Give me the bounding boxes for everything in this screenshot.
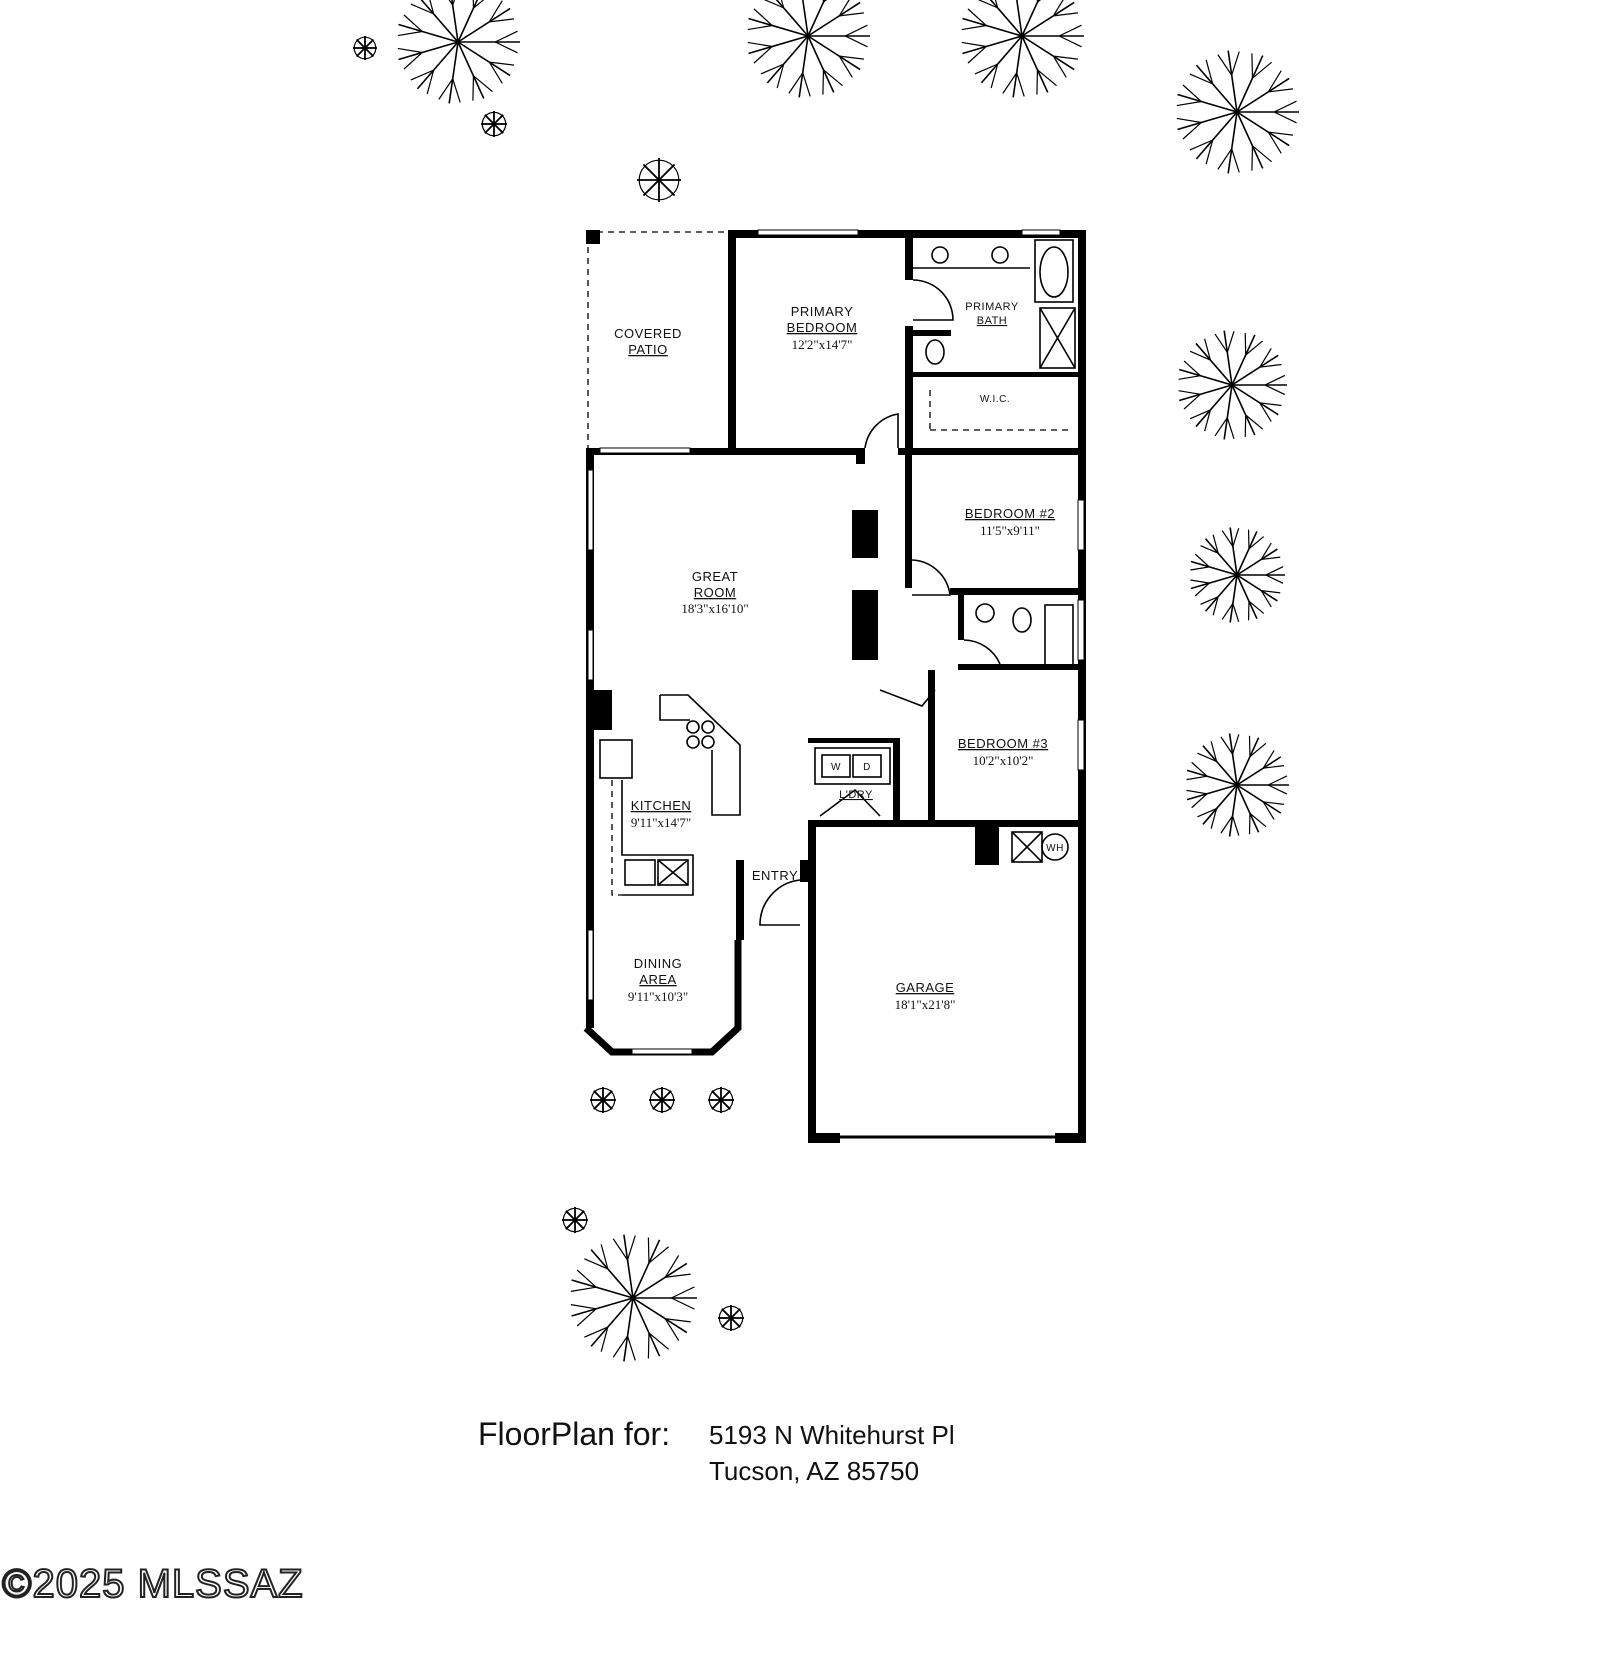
label-dining-1: DINING	[634, 956, 683, 971]
label-laundry: L'DRY	[839, 789, 873, 801]
tree-icon	[961, 0, 1084, 98]
tree-icon	[353, 36, 377, 60]
tree-icon	[649, 1087, 675, 1113]
tree-icon	[481, 111, 507, 137]
label-entry: ENTRY	[752, 868, 798, 883]
caption-address-line2: Tucson, AZ 85750	[709, 1456, 920, 1486]
tree-icon	[1190, 527, 1285, 623]
tree-icon	[1186, 733, 1289, 837]
linework	[583, 229, 1085, 1139]
tree-icon	[708, 1087, 734, 1113]
label-garage: GARAGE	[896, 980, 955, 995]
landscape-trees	[353, 0, 1299, 1362]
tree-icon	[1178, 330, 1287, 440]
tree-icon	[397, 0, 520, 104]
label-washer: W	[831, 762, 841, 773]
tree-icon	[637, 158, 681, 202]
caption-address-line1: 5193 N Whitehurst Pl	[709, 1420, 955, 1450]
label-dining-2: AREA	[639, 972, 676, 987]
label-primary-bedroom-1: PRIMARY	[791, 304, 854, 319]
tree-icon	[747, 0, 870, 98]
tree-icon	[590, 1087, 616, 1113]
label-bedroom-3: BEDROOM #3	[958, 736, 1048, 751]
label-kitchen: KITCHEN	[631, 798, 692, 813]
tree-icon	[562, 1207, 588, 1233]
copyright-watermark: ©2025 MLSSAZ	[1, 1561, 304, 1607]
caption-label: FloorPlan for:	[478, 1416, 671, 1452]
dim-great-room: 18'3"x16'10"	[681, 601, 748, 616]
label-dryer: D	[863, 762, 871, 773]
label-primary-bedroom-2: BEDROOM	[787, 320, 858, 335]
dim-bedroom-3: 10'2"x10'2"	[973, 753, 1034, 768]
dim-kitchen: 9'11"x14'7"	[631, 815, 691, 830]
walls	[586, 230, 1086, 1143]
label-water-heater: WH	[1046, 843, 1064, 854]
label-primary-bath-1: PRIMARY	[965, 301, 1019, 313]
tree-icon	[570, 1234, 697, 1362]
tree-icon	[718, 1305, 744, 1331]
label-great-room-2: ROOM	[694, 585, 736, 600]
label-covered-patio-2: PATIO	[628, 342, 668, 357]
dim-bedroom-2: 11'5"x9'11"	[980, 523, 1040, 538]
label-great-room-1: GREAT	[692, 569, 738, 584]
dim-garage: 18'1"x21'8"	[895, 997, 956, 1012]
dim-dining: 9'11"x10'3"	[628, 989, 688, 1004]
label-primary-bath-2: BATH	[977, 315, 1008, 327]
dim-primary-bedroom: 12'2"x14'7"	[792, 337, 853, 352]
label-bedroom-2: BEDROOM #2	[965, 506, 1055, 521]
tree-icon	[1176, 50, 1299, 174]
label-covered-patio-1: COVERED	[614, 326, 682, 341]
label-wic: W.I.C.	[980, 394, 1010, 405]
room-labels: COVERED PATIO PRIMARY BEDROOM 12'2"x14'7…	[614, 301, 1064, 1012]
